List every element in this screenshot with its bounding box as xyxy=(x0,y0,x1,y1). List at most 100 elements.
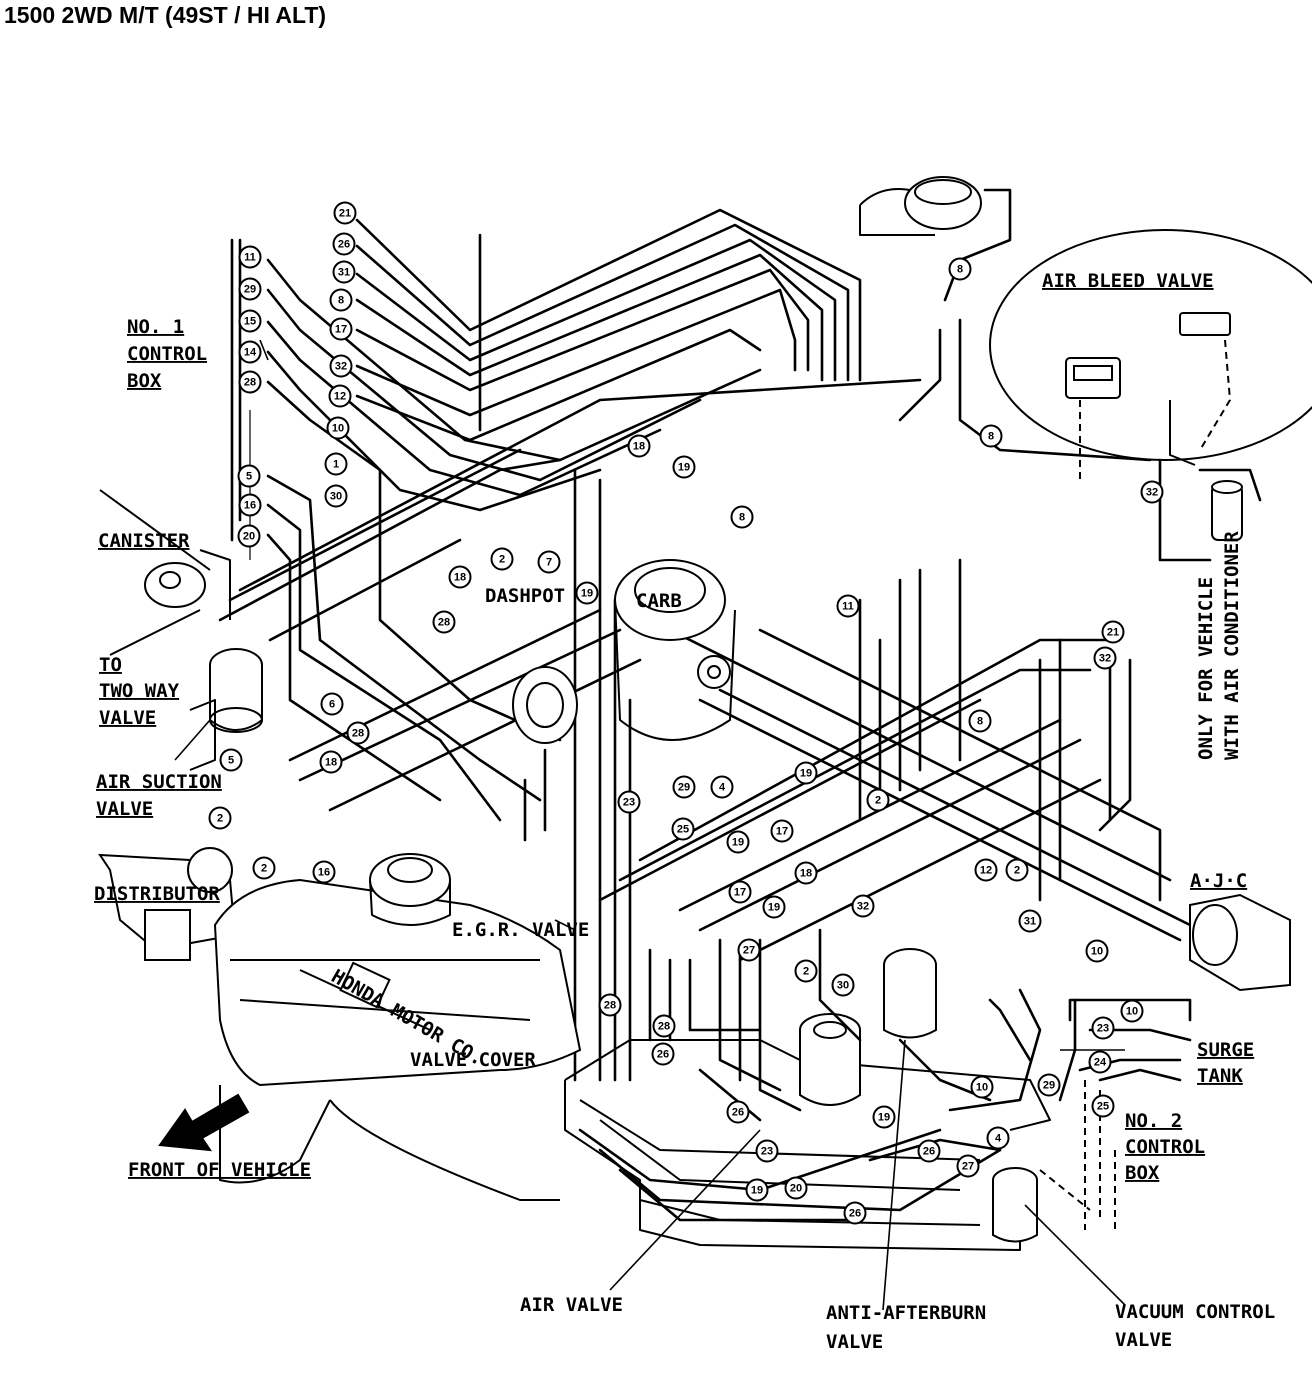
hose-number-top-2: 31 xyxy=(332,260,356,284)
hose-number-4: 8 xyxy=(979,424,1003,448)
svg-text:26: 26 xyxy=(849,1208,861,1220)
surge-tank-line2: TANK xyxy=(1197,1065,1243,1087)
svg-text:19: 19 xyxy=(878,1112,890,1124)
hose-number-40: 28 xyxy=(598,993,622,1017)
svg-text:24: 24 xyxy=(1094,1057,1107,1069)
svg-text:5: 5 xyxy=(246,471,252,483)
hose-number-left-1: 29 xyxy=(238,277,262,301)
hose-number-18: 11 xyxy=(836,594,860,618)
hose-number-50: 4 xyxy=(986,1126,1010,1150)
anti-afterburn-line1: ANTI-AFTERBURN xyxy=(826,1302,986,1324)
hose-number-41: 28 xyxy=(652,1014,676,1038)
hose-number-7: 7 xyxy=(537,550,561,574)
hose-number-28: 19 xyxy=(726,830,750,854)
hose-number-top-8: 1 xyxy=(324,452,348,476)
hose-number-left-6: 16 xyxy=(238,493,262,517)
svg-text:2: 2 xyxy=(217,813,223,825)
svg-text:2: 2 xyxy=(875,795,881,807)
hose-number-21: 8 xyxy=(968,709,992,733)
hose-number-22: 19 xyxy=(794,761,818,785)
svg-text:18: 18 xyxy=(800,868,812,880)
svg-text:30: 30 xyxy=(330,491,342,503)
text-labels: NO. 1 CONTROL BOX CANISTER TO TWO WAY VA… xyxy=(94,270,1275,1353)
svg-text:32: 32 xyxy=(857,901,869,913)
hose-number-29: 17 xyxy=(770,819,794,843)
hose-number-43: 10 xyxy=(1085,939,1109,963)
no1-control-box-line2: CONTROL xyxy=(127,343,207,365)
hose-number-46: 24 xyxy=(1088,1050,1112,1074)
svg-text:17: 17 xyxy=(734,887,746,899)
dashpot-label: DASHPOT xyxy=(485,585,565,607)
svg-text:29: 29 xyxy=(1043,1080,1055,1092)
svg-text:32: 32 xyxy=(335,361,347,373)
svg-text:8: 8 xyxy=(739,512,745,524)
svg-text:10: 10 xyxy=(1091,946,1103,958)
hose-number-30: 18 xyxy=(794,861,818,885)
hose-number-13: 6 xyxy=(320,692,344,716)
svg-text:26: 26 xyxy=(657,1049,669,1061)
hose-number-left-4: 28 xyxy=(238,370,262,394)
hose-number-bubbles: 1129151428516202126318173212101301819888… xyxy=(208,201,1164,1225)
svg-text:11: 11 xyxy=(842,601,854,613)
svg-text:28: 28 xyxy=(658,1021,670,1033)
vacuum-control-line2: VALVE xyxy=(1115,1329,1172,1351)
hose-number-58: 26 xyxy=(726,1100,750,1124)
hose-number-51: 27 xyxy=(956,1154,980,1178)
svg-text:27: 27 xyxy=(743,945,755,957)
to-two-way-line3: VALVE xyxy=(99,707,156,729)
svg-text:32: 32 xyxy=(1146,487,1158,499)
diagram-title: 1500 2WD M/T (49ST / HI ALT) xyxy=(4,2,327,28)
hose-number-6: 2 xyxy=(490,547,514,571)
svg-text:16: 16 xyxy=(318,867,330,879)
hose-number-52: 23 xyxy=(755,1139,779,1163)
no1-control-box-line1: NO. 1 xyxy=(127,316,184,338)
hose-number-15: 2 xyxy=(208,806,232,830)
no2-control-box-line3: BOX xyxy=(1125,1162,1160,1184)
svg-text:12: 12 xyxy=(980,865,992,877)
hose-number-left-3: 14 xyxy=(238,340,262,364)
svg-text:1: 1 xyxy=(333,459,339,471)
structure: HONDA MOTOR CO. xyxy=(98,176,1312,1251)
svg-text:18: 18 xyxy=(454,572,466,584)
hose-number-38: 2 xyxy=(794,959,818,983)
hose-number-0: 18 xyxy=(627,434,651,458)
hose-number-3: 8 xyxy=(948,257,972,281)
svg-text:27: 27 xyxy=(962,1161,974,1173)
egr-valve-label: E.G.R. VALVE xyxy=(452,919,589,941)
hose-number-20: 32 xyxy=(1093,646,1117,670)
svg-text:18: 18 xyxy=(325,757,337,769)
svg-text:28: 28 xyxy=(352,728,364,740)
svg-text:17: 17 xyxy=(335,324,347,336)
no2-control-box-line2: CONTROL xyxy=(1125,1136,1205,1158)
svg-text:19: 19 xyxy=(581,588,593,600)
svg-text:4: 4 xyxy=(995,1133,1002,1145)
svg-text:8: 8 xyxy=(338,295,344,307)
svg-text:18: 18 xyxy=(633,441,645,453)
air-bleed-valve-label: AIR BLEED VALVE xyxy=(1042,270,1214,292)
svg-text:29: 29 xyxy=(678,782,690,794)
svg-text:23: 23 xyxy=(1097,1023,1109,1035)
hose-number-17: 16 xyxy=(312,860,336,884)
hose-number-10: 28 xyxy=(432,610,456,634)
svg-text:10: 10 xyxy=(332,423,344,435)
hose-number-48: 10 xyxy=(970,1075,994,1099)
svg-text:25: 25 xyxy=(1097,1101,1109,1113)
svg-text:10: 10 xyxy=(1126,1006,1138,1018)
svg-text:28: 28 xyxy=(438,617,450,629)
hose-number-top-0: 21 xyxy=(333,201,357,225)
svg-text:7: 7 xyxy=(546,557,552,569)
svg-text:19: 19 xyxy=(751,1185,763,1197)
hose-number-56: 19 xyxy=(745,1178,769,1202)
svg-text:8: 8 xyxy=(977,716,983,728)
svg-text:19: 19 xyxy=(732,837,744,849)
air-suction-line2: VALVE xyxy=(96,798,153,820)
hose-number-49: 29 xyxy=(1037,1073,1061,1097)
air-suction-line1: AIR SUCTION xyxy=(96,771,222,793)
hose-number-42: 26 xyxy=(651,1042,675,1066)
hose-number-37: 27 xyxy=(737,938,761,962)
hose-number-8: 19 xyxy=(575,581,599,605)
hose-number-top-5: 32 xyxy=(329,354,353,378)
hose-number-24: 4 xyxy=(710,775,734,799)
svg-text:14: 14 xyxy=(244,347,257,359)
